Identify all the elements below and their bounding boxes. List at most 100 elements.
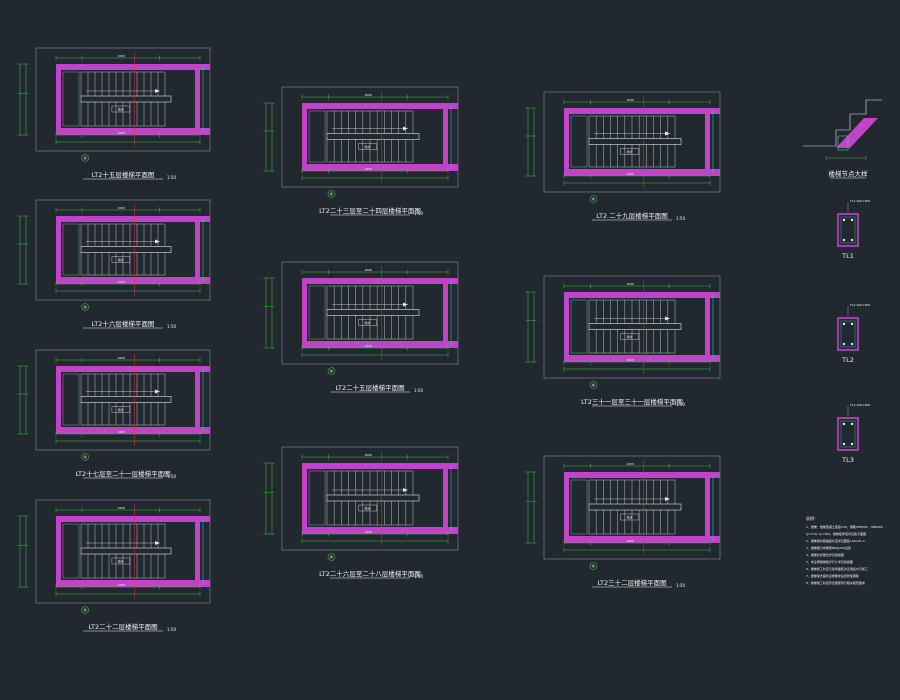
note-line-8: 7、楼梯梁支座处应按要求设置附加钢筋	[806, 573, 859, 578]
grid-bubble	[81, 453, 89, 461]
right-wall	[195, 516, 200, 587]
grid-bubble-label: ⑤	[83, 454, 87, 459]
grid-bubble-label: ⑤	[592, 196, 596, 201]
dimension-label-bottom: 2600	[118, 280, 125, 284]
note-line-4: 3、楼梯板分布筋按Φ8@200设置	[806, 545, 851, 550]
right-wall	[705, 292, 710, 362]
stair-landing	[570, 479, 588, 535]
tread-label: 踏步	[365, 320, 371, 325]
top-wall	[56, 64, 210, 70]
note-line-9: 8、楼梯施工时应符合国家现行相关规范要求	[806, 580, 865, 585]
bottom-wall	[302, 341, 458, 348]
dimension-label-top: 2600	[118, 506, 125, 510]
plan-title: LT2二十五层楼梯平面图	[335, 383, 404, 392]
dimension-label-bottom: 2600	[365, 530, 372, 534]
notes-heading: 说明：	[806, 515, 818, 521]
stair-well	[326, 309, 420, 316]
left-wall	[302, 278, 307, 348]
level-tag	[111, 105, 131, 113]
rebar-dot	[850, 342, 854, 346]
left-wall	[56, 366, 61, 434]
stair-landing	[62, 223, 80, 276]
rebar-dot	[850, 442, 854, 446]
top-wall	[302, 463, 458, 469]
tread-label: 踏步	[627, 514, 633, 519]
tread-label: 踏步	[365, 144, 371, 149]
dimension-label-top: 2600	[365, 453, 372, 457]
tread-label: 踏步	[118, 106, 124, 111]
level-tag	[620, 513, 639, 521]
general-notes: 说明： 1、楼梯：楼梯混凝土强度C30，钢筋HPB300、HRB400 fy=2…	[806, 515, 883, 585]
stair-well	[588, 323, 682, 330]
right-wall	[443, 463, 448, 534]
plan-title: LT2三十一层至三十一层楼梯平面图	[581, 397, 683, 406]
grid-bubble	[589, 381, 598, 389]
stair-well	[80, 95, 172, 103]
top-wall	[302, 278, 458, 284]
bottom-wall	[564, 169, 720, 176]
level-tag	[111, 406, 131, 413]
left-wall	[564, 292, 569, 362]
bottom-wall	[564, 536, 720, 543]
stair-well	[326, 133, 420, 140]
left-wall	[564, 108, 569, 176]
rebar-dot	[842, 322, 846, 326]
plan-scale: 1:50	[167, 324, 176, 329]
grid-bubble-label: ⑤	[83, 155, 87, 160]
tread-label: 踏步	[627, 334, 633, 339]
tread-label: 踏步	[118, 407, 124, 412]
plan-frame	[35, 47, 211, 152]
plan-scale: 1:50	[414, 211, 423, 216]
rebar-dot	[850, 322, 854, 326]
note-line-6: 5、未注明楼梯踏步尺寸详见建施图	[806, 559, 853, 564]
stair-landing	[308, 285, 326, 340]
bottom-wall	[564, 355, 720, 362]
plan-title: LT2十六层楼梯平面图	[92, 319, 155, 328]
stair-well	[588, 138, 682, 145]
grid-bubble	[81, 154, 89, 162]
plan-scale: 1:50	[676, 402, 685, 407]
stair-landing	[308, 110, 326, 163]
plan-frame	[281, 261, 459, 365]
beam-label: TL3	[841, 456, 854, 464]
plan-frame	[281, 86, 459, 188]
stair-well	[326, 494, 420, 502]
plan-frame	[543, 455, 721, 560]
top-wall	[56, 366, 210, 372]
dimension-label-top: 2600	[627, 282, 634, 286]
stair-landing	[570, 299, 588, 354]
tread-label: 踏步	[365, 505, 371, 510]
stair-landing	[308, 470, 326, 526]
bottom-wall	[302, 164, 458, 171]
rebar-dot	[850, 218, 854, 222]
stair-well	[80, 547, 172, 555]
rebar-dot	[842, 218, 846, 222]
tread-label: 踏步	[118, 558, 124, 563]
rebar-dot	[842, 422, 846, 426]
dimension-label-bottom: 2600	[365, 167, 372, 171]
up-arrow-head	[665, 497, 670, 501]
dimension-label-top: 2600	[365, 93, 372, 97]
right-wall	[705, 108, 710, 176]
plan-scale: 1:50	[676, 216, 685, 221]
up-arrow-head	[403, 302, 408, 307]
up-arrow-head	[155, 389, 160, 394]
up-arrow-head	[665, 131, 670, 136]
dimension-label-bottom: 2600	[627, 358, 634, 362]
left-wall	[302, 463, 307, 534]
level-tag	[358, 143, 377, 150]
plan-title: LT2十五层楼梯平面图	[92, 170, 155, 179]
beam-note: TL1 200×400	[849, 199, 870, 203]
bottom-wall	[302, 527, 458, 534]
